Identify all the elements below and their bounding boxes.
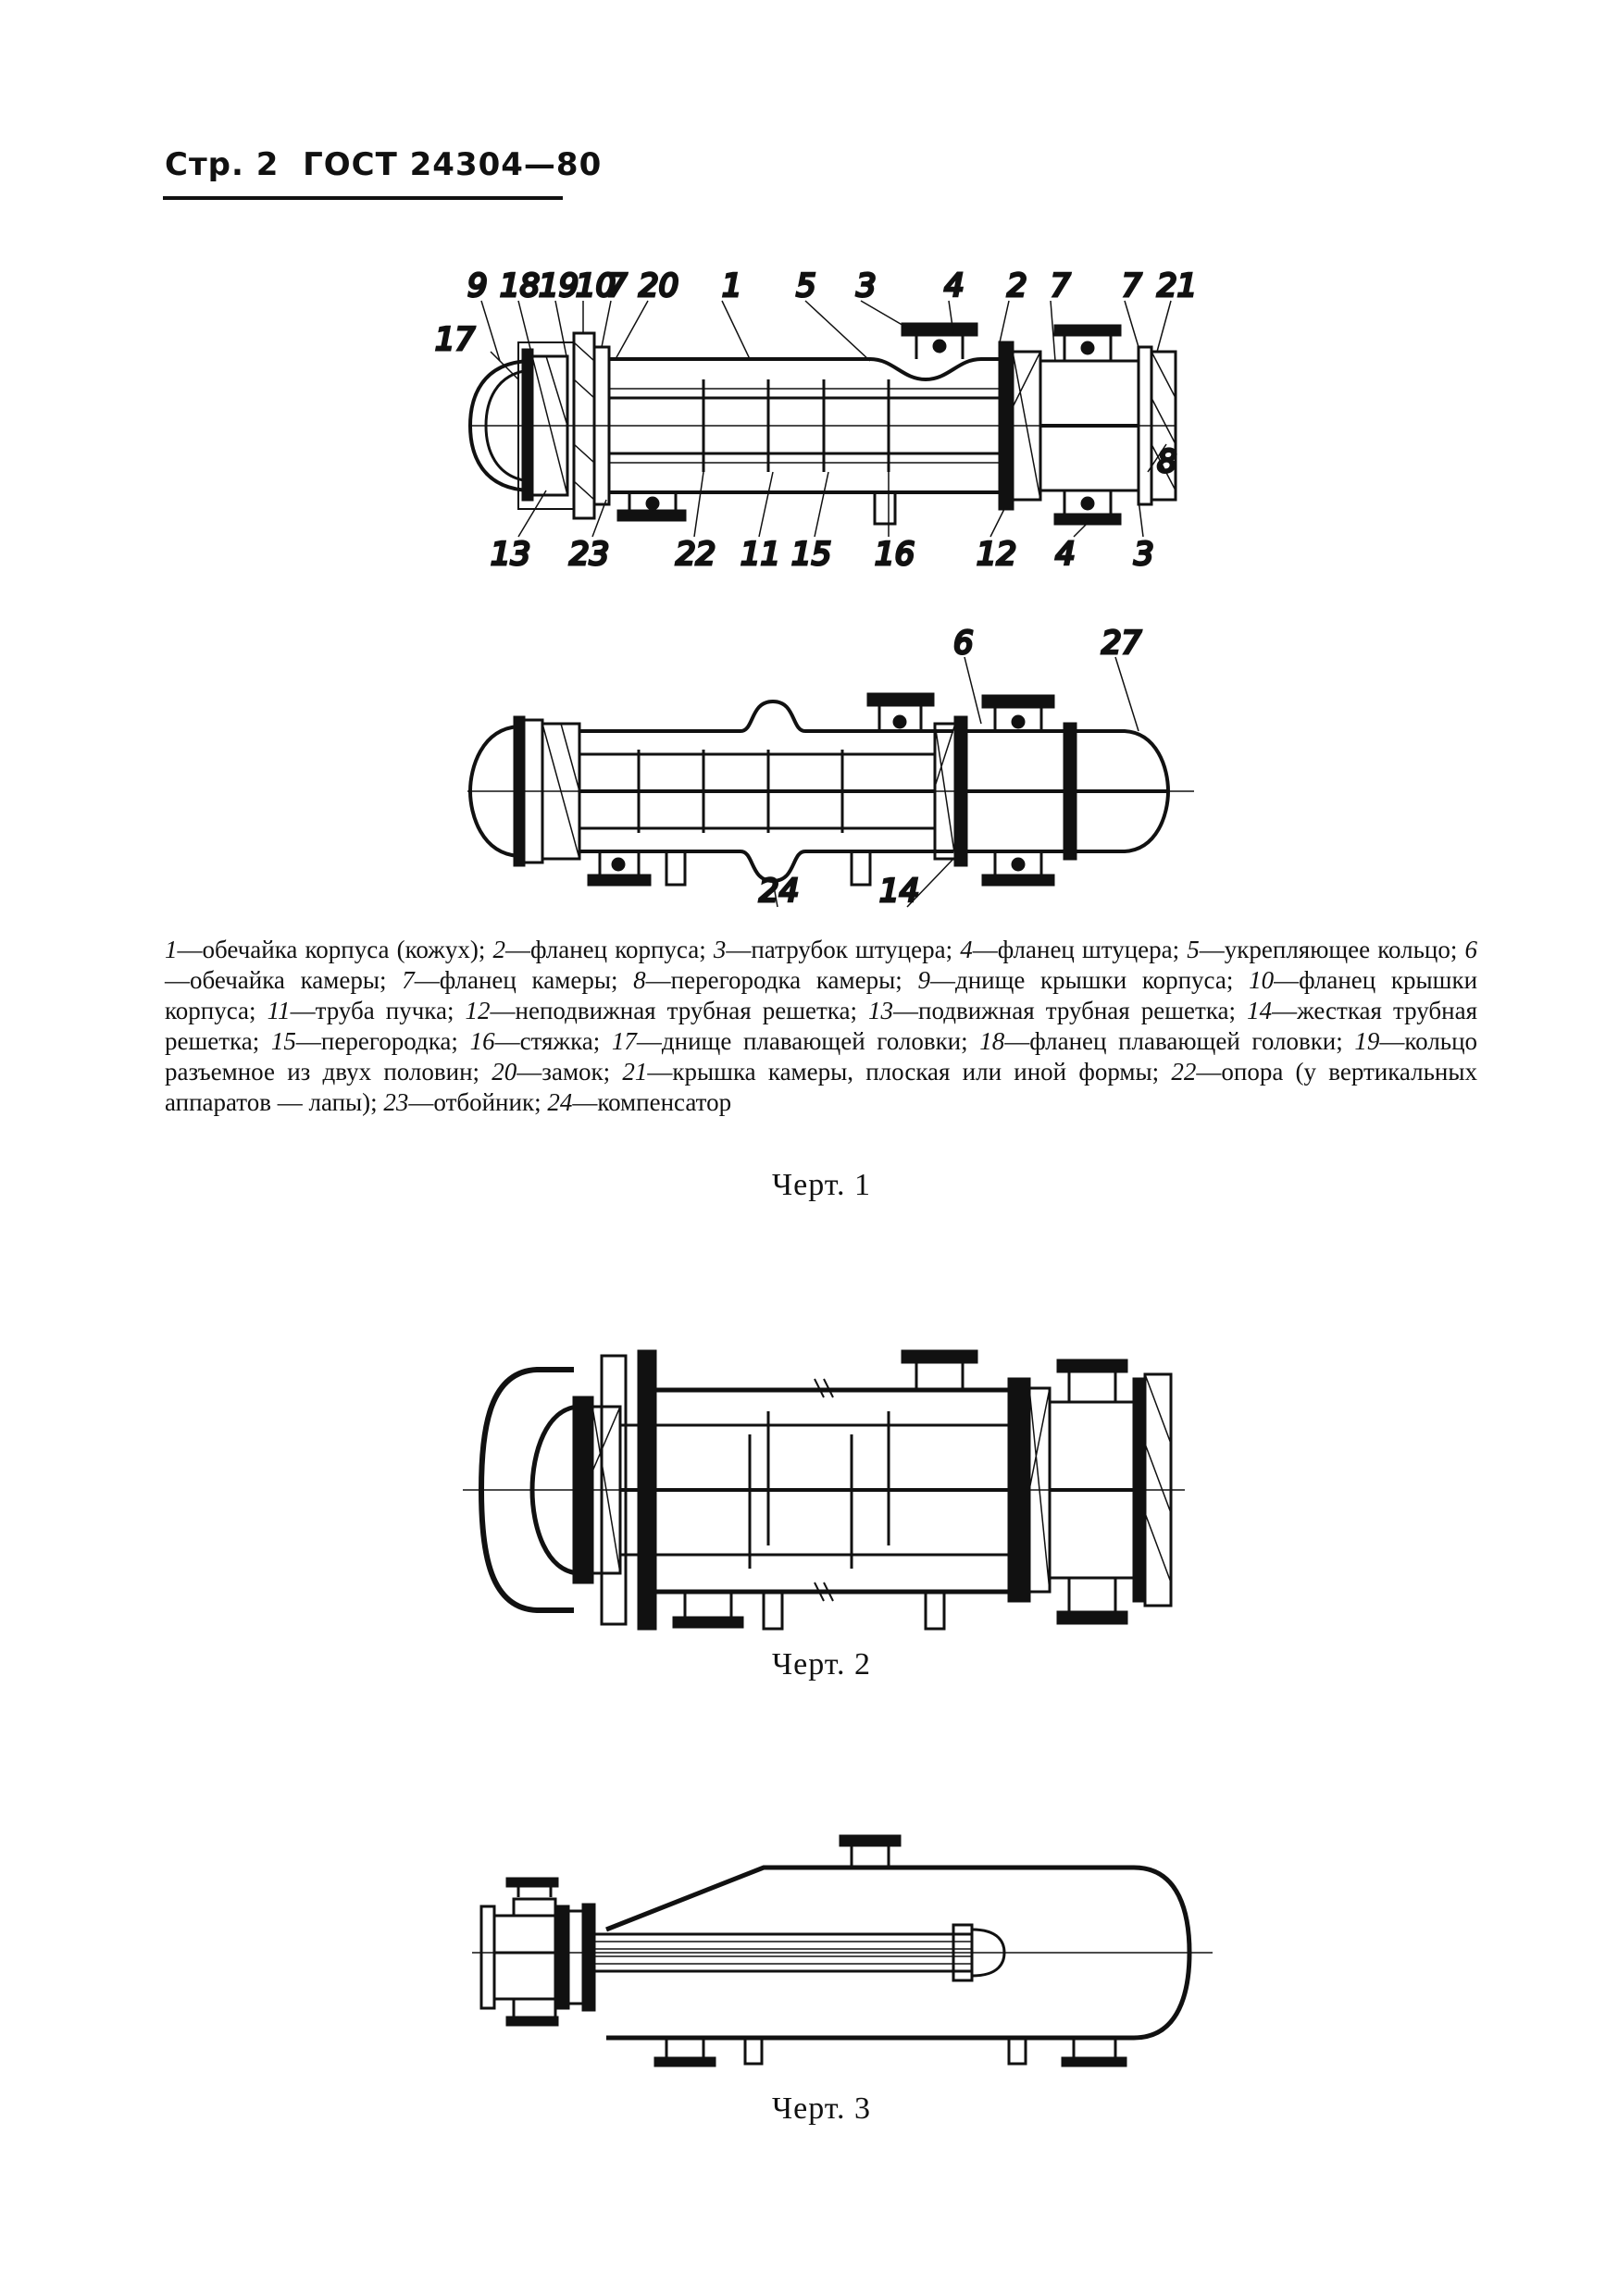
figure-1-view-b: 6 27 24 14 (0, 624, 1618, 912)
page-header: Стр. 2 ГОСТ 24304—80 (165, 146, 602, 183)
legend-item-text: замок; (541, 1058, 611, 1086)
legend-item-number: 8 (633, 966, 646, 994)
caption-fig1: Черт. 1 (772, 1168, 872, 1202)
legend-item-text: опора (у вертикальных аппаратов — лапы); (165, 1058, 1478, 1116)
caption-fig3: Черт. 3 (772, 2091, 872, 2126)
fig1-label: 23 (569, 536, 609, 573)
legend-item-number: 4 (960, 936, 973, 963)
fig1-label: 9 (467, 267, 488, 304)
legend-item-text: жесткая трубная решетка; (165, 997, 1478, 1055)
legend-item-number: 14 (1247, 997, 1273, 1024)
legend-item-text: обечайка камеры; (190, 966, 387, 994)
legend-item-number: 18 (979, 1027, 1005, 1055)
fig1b-label: 27 (1101, 625, 1142, 662)
fig1-label: 7 (1051, 267, 1071, 304)
fig1-label: 8 (1157, 443, 1177, 480)
fig1-label: 17 (435, 321, 476, 358)
legend-item-number: 24 (547, 1088, 573, 1116)
legend-item-text: укрепляющее кольцо; (1224, 936, 1458, 963)
legend-item-number: 7 (402, 966, 415, 994)
legend-item-number: 6 (1464, 936, 1478, 963)
fig1-label: 3 (856, 267, 877, 304)
fig1-label: 5 (796, 267, 816, 304)
legend-item-text: неподвижная трубная решетка; (515, 997, 857, 1024)
fig1-label: 4 (1055, 536, 1076, 573)
figure-2 (0, 1305, 1618, 1657)
legend-item-text: днище крышки корпуса; (954, 966, 1234, 994)
legend-item-number: 23 (383, 1088, 409, 1116)
legend-item-text: перегородка камеры; (670, 966, 902, 994)
legend-item-text: труба пучка; (315, 997, 454, 1024)
fig1-label: 10 (576, 267, 616, 304)
legend-item-number: 13 (868, 997, 894, 1024)
fig1-label: 1 (722, 267, 742, 304)
legend-item-text: фланец крышки корпуса; (165, 966, 1478, 1024)
fig1-label: 16 (875, 536, 915, 573)
fig1-label: 7 (1122, 267, 1142, 304)
legend-item-text: фланец корпуса; (529, 936, 706, 963)
standard-number: ГОСТ 24304—80 (303, 146, 603, 183)
fig1-label: 2 (1007, 267, 1027, 304)
legend-item-text: фланец плавающей головки; (1029, 1027, 1343, 1055)
legend-item-number: 9 (917, 966, 930, 994)
figure-3 (0, 1795, 1618, 2073)
fig1-label: 21 (1157, 267, 1197, 304)
fig1b-label: 14 (879, 873, 919, 910)
legend-item-text: фланец штуцера; (997, 936, 1180, 963)
fig1b-label: 6 (953, 625, 974, 662)
legend-item-number: 15 (270, 1027, 296, 1055)
fig1-label: 20 (639, 267, 678, 304)
legend-item-number: 20 (492, 1058, 517, 1086)
legend-body: 1—обечайка корпуса (кожух); 2—фланец кор… (165, 936, 1478, 1116)
legend-item-text: перегородка; (320, 1027, 458, 1055)
legend-item-text: фланец камеры; (439, 966, 618, 994)
legend-item-text: крышка камеры, плоская или иной формы; (672, 1058, 1160, 1086)
figure-1-view-a: 9 18 19 10 7 20 1 5 3 4 2 7 7 21 17 13 8… (434, 267, 1199, 575)
legend-item-number: 5 (1187, 936, 1200, 963)
legend-item-number: 10 (1249, 966, 1275, 994)
fig1-label: 12 (977, 536, 1016, 573)
fig1b-label: 24 (759, 873, 799, 910)
legend-item-text: патрубок штуцера; (751, 936, 953, 963)
legend-item-text: подвижная трубная решетка; (918, 997, 1237, 1024)
page-number: Стр. 2 (165, 146, 280, 183)
fig1-label: 22 (676, 536, 716, 573)
legend-item-number: 12 (465, 997, 491, 1024)
header-rule (163, 196, 563, 200)
legend-item-number: 1 (165, 936, 178, 963)
figure-legend: 1—обечайка корпуса (кожух); 2—фланец кор… (165, 935, 1477, 1118)
legend-item-number: 16 (469, 1027, 495, 1055)
legend-item-text: кольцо разъемное из двух половин; (165, 1027, 1478, 1086)
fig1-label: 3 (1134, 536, 1154, 573)
legend-item-number: 3 (713, 936, 727, 963)
legend-item-number: 11 (267, 997, 291, 1024)
caption-fig2: Черт. 2 (772, 1647, 872, 1682)
legend-item-number: 21 (622, 1058, 648, 1086)
legend-item-text: компенсатор (597, 1088, 732, 1116)
fig1-label: 19 (539, 267, 579, 304)
fig1-label: 7 (607, 267, 628, 304)
legend-item-text: обечайка корпуса (кожух); (202, 936, 486, 963)
legend-item-number: 19 (1354, 1027, 1380, 1055)
fig1-label: 18 (500, 267, 540, 304)
fig1-label: 11 (741, 536, 780, 573)
fig1-label: 13 (491, 536, 530, 573)
legend-item-number: 17 (611, 1027, 637, 1055)
legend-item-number: 2 (492, 936, 505, 963)
fig1-label: 4 (944, 267, 965, 304)
legend-item-text: отбойник; (433, 1088, 541, 1116)
legend-item-text: днище плавающей головки; (661, 1027, 968, 1055)
legend-item-text: стяжка; (519, 1027, 601, 1055)
legend-item-number: 22 (1171, 1058, 1197, 1086)
fig1-label: 15 (791, 536, 831, 573)
